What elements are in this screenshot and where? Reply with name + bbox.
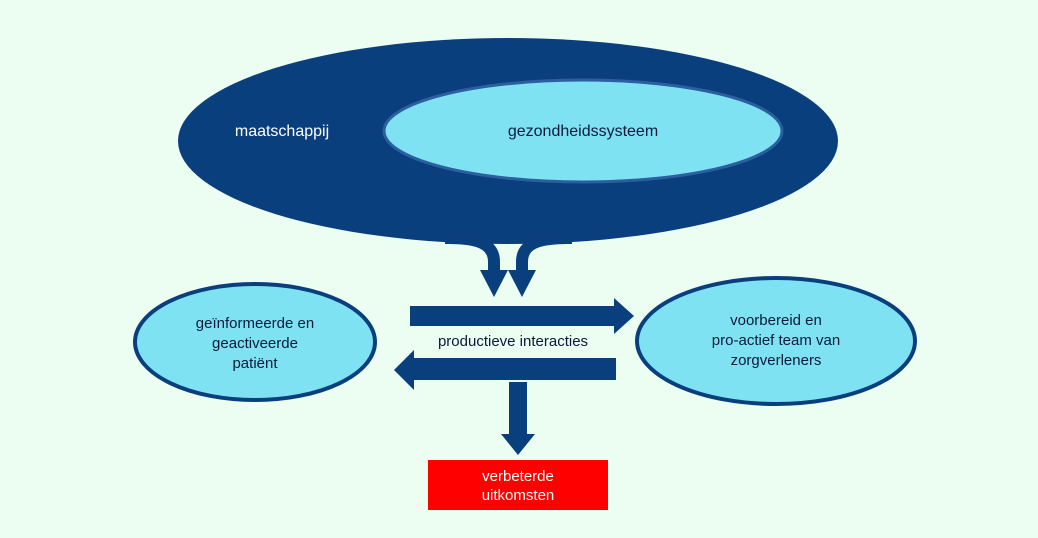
patient-label-line-2: geactiveerde [212,335,298,352]
team-label-line-2: pro-actief team van [712,332,840,349]
team-label-line-3: zorgverleners [731,352,822,369]
outcomes-label-line-1: verbeterde [482,468,554,485]
health-system-ellipse [382,78,784,184]
team-ellipse [635,276,917,406]
society-label: maatschappij [235,123,329,140]
patient-label-line-1: geïnformeerde en [196,315,314,332]
team-label-line-1: voorbereid en [730,312,822,329]
outcomes-box [428,460,608,510]
health-system-label: gezondheidssysteem [508,123,658,140]
curved-arrow-left-shaft [445,234,508,297]
arrow-to-outcomes [501,382,535,455]
curved-arrow-right-shaft [508,234,572,297]
arrow-to-patient [394,350,616,390]
arrow-to-team [410,298,634,334]
outcomes-label-line-2: uitkomsten [482,487,555,504]
patient-label-line-3: patiënt [232,355,278,372]
interaction-label: productieve interacties [438,333,588,350]
patient-ellipse [133,282,377,402]
